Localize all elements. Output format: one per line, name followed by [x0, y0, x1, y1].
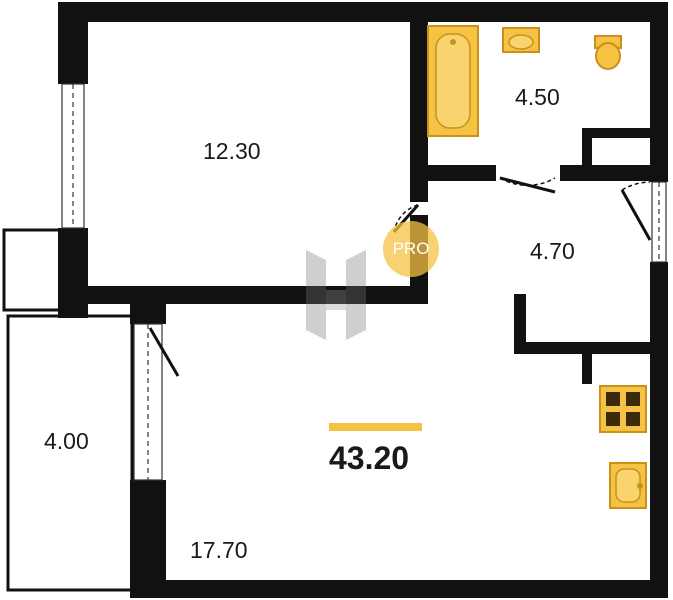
watermark-logo — [306, 250, 366, 340]
toilet-icon — [594, 35, 622, 70]
room-area-label: 12.30 — [203, 138, 261, 164]
pro-badge[interactable]: PRO — [383, 221, 439, 277]
walls — [58, 2, 668, 598]
kitchen-sink-icon — [609, 462, 647, 509]
hallway-area-label: 4.70 — [530, 238, 575, 264]
stove-icon — [599, 385, 647, 433]
balcony-outline — [2, 228, 134, 592]
windows — [61, 83, 667, 481]
total-area: 43.20 — [329, 440, 410, 476]
bathtub-icon — [427, 25, 479, 137]
sink-icon — [502, 27, 540, 53]
bathroom-area-label: 4.50 — [515, 84, 560, 110]
kitchen-living-area-label: 17.70 — [190, 537, 248, 563]
balcony-area-label: 4.00 — [44, 428, 89, 454]
total-area-accent-bar — [329, 423, 422, 431]
